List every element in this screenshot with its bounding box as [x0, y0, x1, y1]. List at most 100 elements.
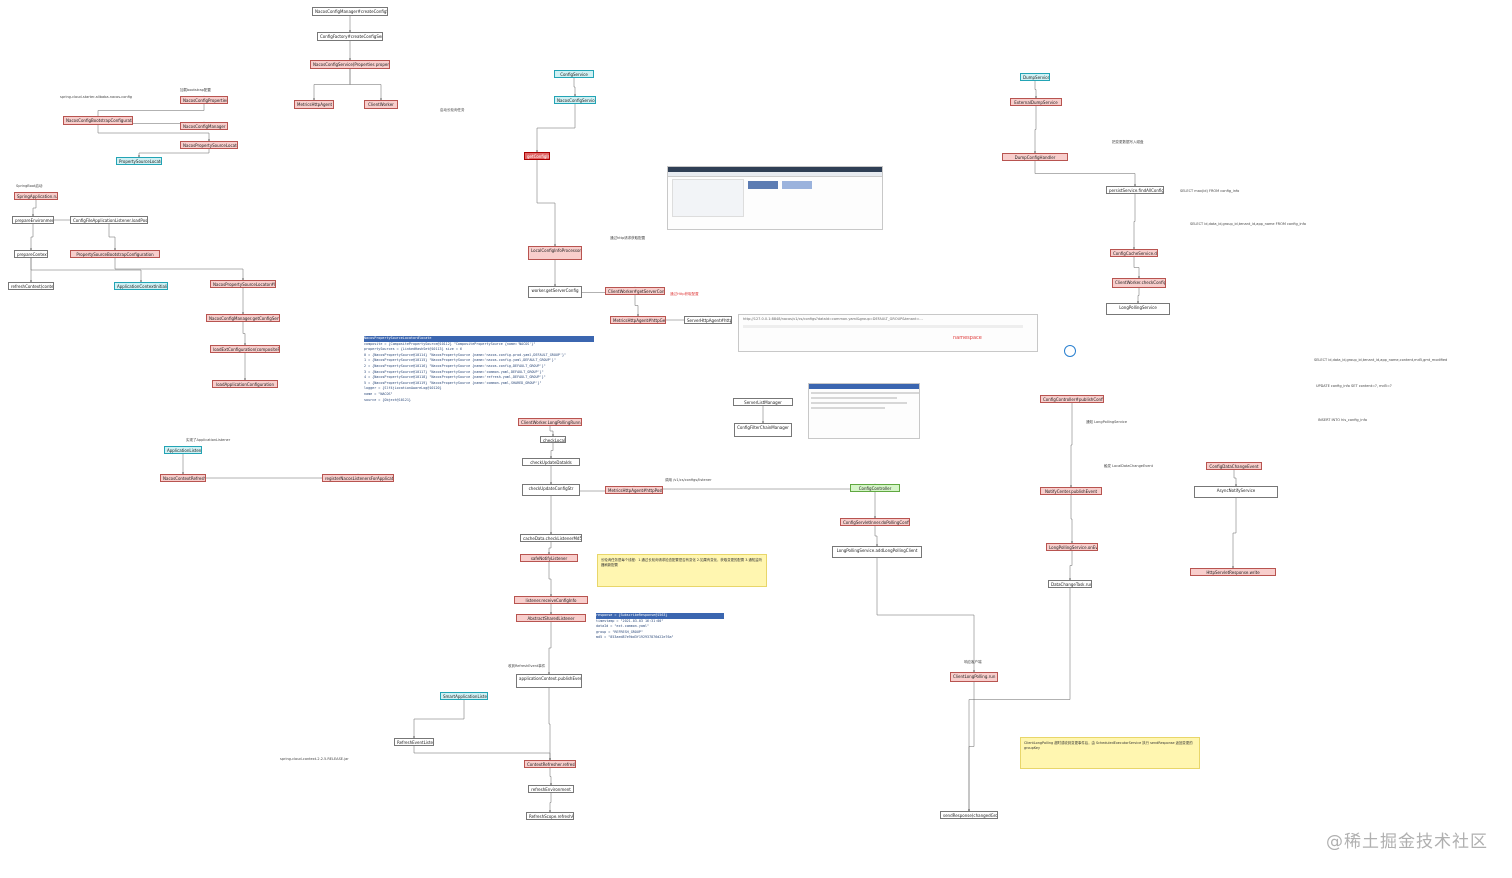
node-n23: NacosConfigService — [554, 96, 596, 104]
edge-n3-n4 — [313, 69, 351, 101]
code-line: 0 = {NacosPropertySource@10114} "NacosPr… — [364, 352, 567, 357]
edge-n13-n14 — [108, 224, 116, 251]
node-n64: LongPollingService — [1106, 303, 1170, 315]
node-n6: NacosConfigBootstrapConfiguration — [63, 116, 133, 125]
node-n42: ApplicationListener — [164, 446, 202, 454]
edge-n54-n55 — [1070, 403, 1073, 488]
node-n27: ClientWorker#getServerConfig — [605, 287, 665, 295]
node-n58: sendResponse(changedGroups) — [940, 811, 998, 819]
edge-n53-n58 — [968, 682, 975, 812]
edge-n15-n16 — [30, 258, 142, 283]
node-n56: LongPollingService.onEvent — [1046, 543, 1098, 551]
node-n43: applicationContext.publishEvent — [516, 674, 582, 688]
node-n1: NacosConfigManager#createConfigService — [312, 7, 388, 16]
node-n3: NacosConfigService(Properties properties… — [310, 60, 390, 69]
code-line: 5 = {NacosPropertySource@10119} "NacosPr… — [364, 380, 542, 385]
node-n38: listener.receiveConfigInfo — [514, 596, 588, 604]
code-line: propertySources = {LinkedHashSet@10113} … — [364, 347, 462, 352]
note-t20: 响应客户端 — [964, 660, 982, 664]
node-n67: HttpServletResponse.write — [1190, 568, 1276, 576]
node-n29: ServerHttpAgent#httpGet — [684, 316, 732, 324]
node-n57: DataChangeTask.run — [1048, 580, 1092, 588]
edge-n11-n12 — [32, 200, 37, 217]
edge-n22-n23 — [573, 78, 576, 97]
edge-n68-n44 — [413, 700, 465, 739]
node-n54: ConfigController#publishConfig — [1040, 395, 1104, 403]
note-t14: SELECT id,data_id,group_id,tenant_id,app… — [1314, 358, 1448, 362]
node-n24: getConfigInner — [524, 152, 550, 160]
code-line: 3 = {NacosPropertySource@10117} "NacosPr… — [364, 369, 544, 374]
edge-n23-n24 — [536, 104, 576, 153]
node-n48: DumpService — [1020, 73, 1050, 81]
edge-n57-n58 — [968, 588, 1071, 812]
edge-n24-n25 — [536, 160, 556, 247]
node-n26: worker.getServerConfig — [528, 286, 582, 298]
note-t19: INSERT INTO his_config_info — [1318, 418, 1367, 422]
node-n11: SpringApplication.run — [14, 192, 58, 200]
edge-n46-n47 — [549, 793, 552, 813]
node-n16: ApplicationContextInitializer — [114, 282, 168, 290]
debug-screenshot — [808, 383, 920, 439]
node-n40: NacosContextRefresher — [160, 474, 206, 482]
edge-n31-n32 — [550, 443, 554, 459]
note-t8: 通过Http获取配置 — [670, 292, 699, 296]
node-n25: LocalConfigInfoProcessor.getFailover — [528, 246, 582, 260]
edge-n19-n20 — [242, 322, 246, 346]
node-n37: safeNotifyListener — [520, 554, 578, 562]
node-n21: loadApplicationConfiguration — [212, 380, 278, 388]
node-n63: ClientWorker.checkConfigInfo — [1112, 278, 1166, 288]
note-t5: 通过http请求获取配置 — [610, 236, 646, 240]
edge-n65-n66 — [1233, 470, 1237, 487]
watermark: @稀土掘金技术社区 — [1326, 832, 1488, 852]
node-n66: AsyncNotifyService — [1194, 486, 1278, 498]
node-n52: LongPollingService.addLongPollingClient — [832, 546, 922, 558]
edge-n52-n53 — [876, 558, 975, 673]
node-n61: ServerListManager — [733, 398, 793, 406]
edge-n3-n5 — [349, 69, 382, 101]
edge-n56-n57 — [1069, 551, 1073, 581]
code-line: md5 = "853aed87e9bd3f192937876d22e76a" — [596, 635, 674, 640]
node-n20: loadExtConfiguration(compositePropertySo… — [210, 345, 280, 353]
node-n4: MetricsHttpAgent — [294, 100, 334, 109]
edge-n39-n43 — [548, 622, 552, 675]
node-n32: checkUpdateDataIds — [522, 458, 580, 466]
nacos-console-screenshot — [667, 166, 883, 230]
node-n34: MetricsHttpAgent#httpPost — [605, 486, 663, 494]
memo-longpolling: 长轮询任务是每个线程：1.通过长轮询请求检查配置是否有变化 2.如果有变化，获取… — [597, 554, 767, 587]
edge-n43-n45 — [548, 688, 551, 761]
node-n10: PropertySourceLocator — [116, 157, 162, 165]
node-n31: checkLocalConfig — [540, 436, 566, 443]
code-line: 1 = {NacosPropertySource@10115} "NacosPr… — [364, 358, 556, 363]
node-n19: NacosConfigManager.getConfigService() — [206, 314, 280, 322]
node-n44: RefreshEventListener — [394, 738, 434, 746]
edge-n14-n18 — [114, 258, 244, 281]
note-t2: SpringBoot启动 — [16, 184, 43, 188]
node-n39: AbstractSharedListener — [516, 614, 586, 622]
edge-n63-n64 — [1137, 288, 1140, 304]
note-t10: 收到RefreshEvent事件 — [508, 664, 546, 668]
node-n65: ConfigDataChangeEvent — [1206, 462, 1262, 470]
code-line: source = {Object@10121} — [364, 397, 411, 402]
node-n14: PropertySourceBootstrapConfiguration — [70, 250, 160, 258]
node-n8: NacosConfigManager — [180, 122, 228, 130]
node-n49: ExternalDumpService — [1010, 98, 1062, 106]
note-t18: UPDATE config_info SET content=?, md5=? — [1316, 384, 1392, 388]
edge-n50-n59 — [1034, 161, 1136, 187]
node-n41: registerNacosListenersForApplications — [322, 474, 394, 482]
code-panel-header: NacosPropertySourceLocator#locate — [364, 336, 594, 342]
code-panel-2-header: response = {SubscribeResponse@1563} — [596, 613, 724, 619]
node-n55: NotifyCenter.publishEvent — [1040, 487, 1102, 495]
browser-json-screenshot: http://127.0.0.1:8848/nacos/v1/cs/config… — [738, 314, 1038, 352]
note-t11: spring-cloud-context-2.2.5.RELEASE.jar — [280, 757, 349, 761]
node-n30: ClientWorker.LongPollingRunnable — [518, 418, 582, 426]
edge-n48-n49 — [1034, 81, 1037, 99]
node-n50: DumpConfigHandler — [1002, 153, 1068, 161]
url-bar: http://127.0.0.1:8848/nacos/v1/cs/config… — [743, 317, 923, 321]
node-n35: ConfigController — [850, 484, 900, 492]
edge-n51-n52 — [874, 526, 878, 547]
node-n46: refreshEnvironment — [528, 785, 574, 793]
profile-icon — [1064, 345, 1076, 357]
node-n5: ClientWorker — [364, 100, 398, 109]
node-n15: prepareContext — [14, 250, 48, 258]
node-n62: ConfigFilterChainManager — [734, 423, 792, 437]
